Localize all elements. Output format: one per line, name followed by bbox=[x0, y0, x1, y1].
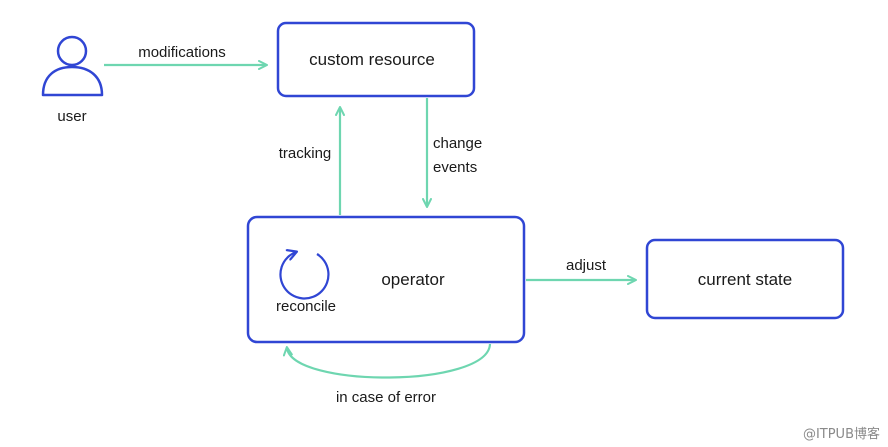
error-loop-arrow bbox=[282, 343, 492, 379]
error-loop-label: in case of error bbox=[336, 389, 436, 406]
change-events-label-line1: change bbox=[433, 135, 482, 152]
reconcile-icon bbox=[279, 252, 330, 300]
modifications-label: modifications bbox=[138, 44, 226, 61]
operator-label: operator bbox=[381, 270, 445, 289]
tracking-label: tracking bbox=[279, 145, 332, 162]
current-state-box bbox=[645, 238, 845, 320]
custom-resource-box bbox=[276, 21, 476, 98]
reconcile-label: reconcile bbox=[276, 298, 336, 315]
current-state-label: current state bbox=[698, 270, 793, 289]
user-icon bbox=[41, 35, 104, 97]
user-label: user bbox=[57, 108, 86, 125]
change-events-label-line2: events bbox=[433, 159, 477, 176]
custom-resource-label: custom resource bbox=[309, 50, 435, 69]
operator-box bbox=[246, 215, 526, 344]
adjust-label: adjust bbox=[566, 257, 607, 274]
watermark: @ITPUB博客 bbox=[803, 426, 880, 442]
